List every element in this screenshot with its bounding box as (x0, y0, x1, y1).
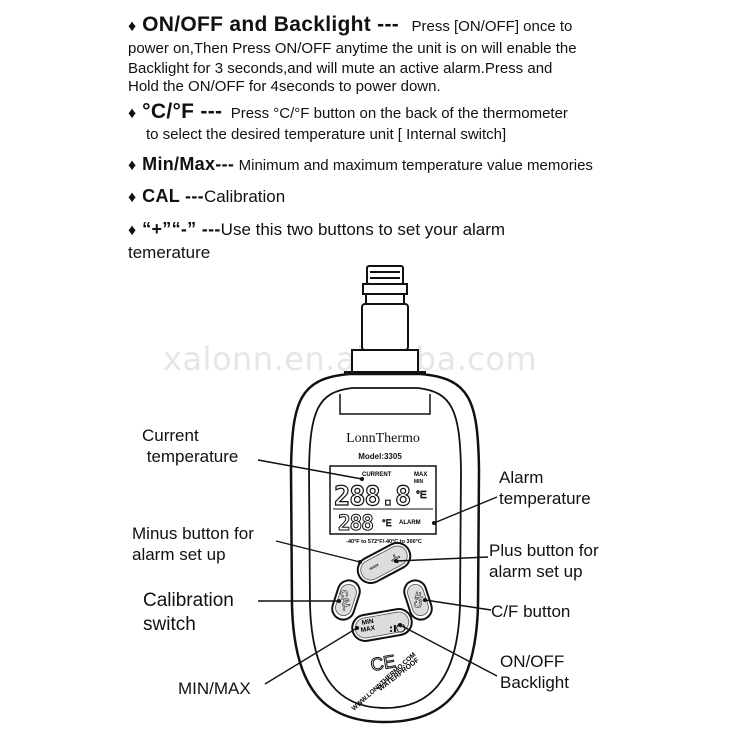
diamond-bullet-icon: ♦ (128, 105, 137, 122)
diamond-bullet-icon: ♦ (128, 222, 137, 239)
probe-mount (339, 394, 431, 415)
instruction-cf: ♦ °C/°F --- Press °C/°F button on the bac… (128, 101, 568, 125)
lcd-max-label: MAX (414, 472, 427, 478)
lcd-min-label: MIN (414, 479, 424, 485)
cf-label: C/F (413, 591, 427, 609)
lcd-main-unit: °E (416, 490, 427, 501)
leader-minmax (264, 627, 358, 685)
minmax-power-button[interactable]: MINMAX :I ⏻ (350, 607, 414, 643)
lcd-current-label: CURRENT (362, 472, 392, 478)
instruction-text: Press °C/°F button on the back of the th… (230, 105, 568, 122)
diamond-bullet-icon: ♦ (128, 18, 137, 35)
model-label: Model:3305 (358, 452, 402, 461)
instruction-continuation: power on,Then Press ON/OFF anytime the u… (128, 40, 577, 57)
lcd-screen (329, 465, 437, 535)
ce-mark: CE (369, 651, 397, 675)
cal-label: CAL (337, 589, 351, 611)
leader-alarm (433, 496, 498, 524)
lcd-sub-unit: °E (382, 518, 392, 528)
instruction-text: Minimum and maximum temperature value me… (238, 157, 593, 174)
callout-onoff-backlight: ON/OFF Backlight (500, 652, 569, 692)
leader-current (257, 459, 363, 480)
probe-connector (344, 265, 426, 389)
instruction-continuation: to select the desired temperature unit [… (146, 126, 507, 143)
instruction-plusminus: ♦ “+”“-” ---Use this two buttons to set y… (128, 218, 505, 242)
instruction-continuation: Backlight for 3 seconds,and will mute an… (128, 60, 553, 77)
diamond-bullet-icon: ♦ (128, 157, 137, 174)
callout-current-temperature: Current temperature (142, 426, 239, 466)
instruction-heading: °C/°F --- (142, 100, 223, 123)
brand-label: LonnThermo (346, 431, 420, 446)
callout-plus-button: Plus button for alarm set up (489, 541, 599, 581)
instruction-continuation: temerature (128, 243, 211, 262)
instruction-heading: Min/Max--- (142, 154, 235, 174)
range-label: -40°F to 572°F/-40°C to 300°C (346, 539, 422, 545)
instruction-cal: ♦ CAL ---Calibration (128, 185, 285, 209)
instruction-heading: CAL --- (142, 186, 204, 206)
instruction-heading: “+”“-” --- (142, 219, 221, 239)
callout-cf-button: C/F button (491, 602, 571, 621)
leader-cf (424, 599, 492, 611)
callout-dots (337, 477, 436, 630)
instruction-heading: ON/OFF and Backlight --- (142, 13, 400, 36)
instruction-text: Press [ON/OFF] once to (411, 18, 573, 35)
callout-minus-button: Minus button for alarm set up (132, 524, 254, 564)
lcd-main-digits: 288.8 (334, 481, 410, 512)
minmax-label: MINMAX (359, 618, 376, 634)
lcd-alarm-label: ALARM (399, 520, 421, 526)
instruction-onoff: ♦ ON/OFF and Backlight --- Press [ON/OFF]… (128, 14, 572, 38)
lcd-sub-digits: 288 (338, 511, 373, 535)
cal-button[interactable]: CAL (329, 578, 362, 623)
callout-alarm-temperature: Alarm temperature (499, 468, 591, 508)
leader-plus (395, 556, 489, 562)
callout-calibration-switch: Calibration switch (143, 590, 234, 635)
instruction-text: Use this two buttons to set your alarm (220, 220, 506, 239)
diamond-bullet-icon: ♦ (128, 189, 137, 206)
callout-lines (257, 459, 498, 685)
leader-minus (275, 540, 361, 563)
instruction-continuation: Hold the ON/OFF for 4seconds to power do… (128, 78, 441, 95)
callout-minmax: MIN/MAX (178, 679, 251, 698)
leader-onoff (399, 624, 498, 677)
instruction-minmax: ♦ Min/Max--- Minimum and maximum temperat… (128, 153, 593, 177)
minus-plus-button[interactable]: − + (353, 538, 415, 587)
instruction-text: Calibration (203, 187, 286, 206)
cf-button[interactable]: C/F (401, 578, 434, 623)
power-icon: ⏻ (396, 621, 406, 635)
power-divider-glyph: :I (389, 624, 397, 635)
